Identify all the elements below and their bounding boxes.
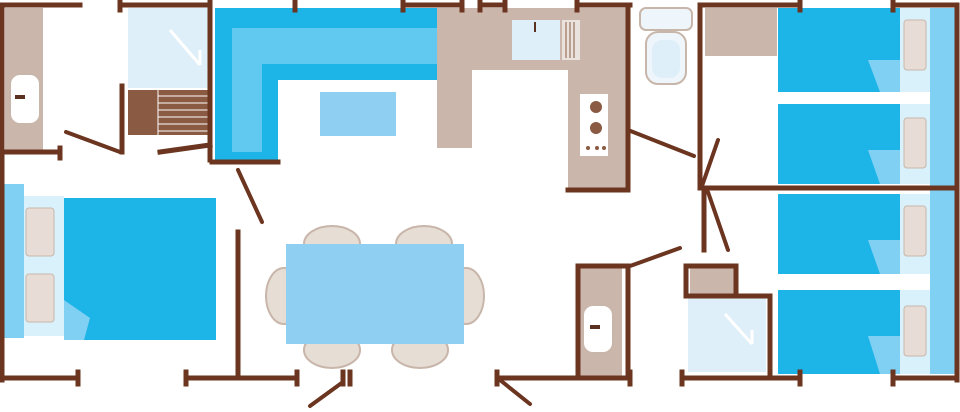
bathroom-right (578, 268, 622, 378)
sink-icon (582, 304, 614, 354)
shower-right-shelf (690, 266, 734, 294)
sofa-icon (215, 8, 437, 160)
doors (64, 128, 730, 408)
walls (0, 0, 960, 387)
stairs-icon (128, 90, 210, 135)
shower-icon (128, 8, 210, 88)
kitchen (437, 8, 628, 188)
toilet-icon (639, 7, 693, 85)
bathroom-left (5, 8, 43, 153)
window-strip (930, 8, 956, 374)
shower-icon (688, 296, 766, 372)
bed-icon (778, 290, 930, 374)
bed-icon (778, 104, 930, 184)
bed-icon (4, 184, 216, 340)
sink-icon (512, 20, 580, 60)
twin-bedroom-top-shelf (705, 8, 777, 56)
stove-icon (580, 94, 608, 156)
bed-icon (778, 8, 930, 92)
bed-icon (778, 194, 930, 274)
dining-table-icon (265, 225, 485, 369)
sink-icon (9, 73, 41, 125)
